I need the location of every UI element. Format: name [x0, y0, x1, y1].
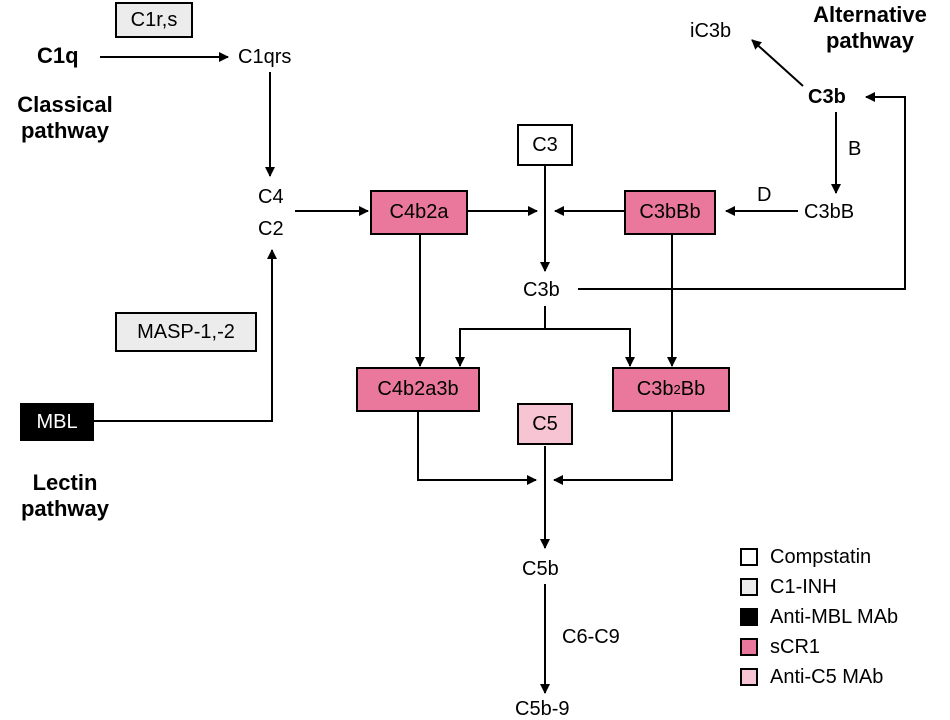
- node-c5b-9: C5b-9: [515, 698, 570, 720]
- node-c1q: C1q: [37, 43, 79, 68]
- box-c5: C5: [517, 403, 573, 445]
- legend-swatch: [740, 578, 758, 596]
- edge-label-c6-c9: C6-C9: [562, 626, 620, 648]
- legend-swatch: [740, 638, 758, 656]
- arrow-split-c3b2Bb: [545, 328, 635, 367]
- node-c4: C4: [258, 186, 284, 208]
- alternative-pathway-label: Alternative pathway: [813, 2, 927, 53]
- node-c3bB: C3bB: [804, 201, 855, 223]
- legend-item-anti-mbl: Anti-MBL MAb: [740, 606, 898, 628]
- box-c1r-s: C1r,s: [115, 2, 193, 38]
- node-c1qrs: C1qrs: [238, 46, 292, 68]
- node-ic3b: iC3b: [690, 20, 732, 42]
- classical-pathway-label: Classical pathway: [17, 92, 113, 143]
- edge-label-b: B: [848, 138, 862, 160]
- node-c5b: C5b: [522, 558, 559, 580]
- arrow-c3b-feedback: [578, 92, 906, 290]
- box-c4b2a3b: C4b2a3b: [356, 367, 480, 412]
- legend-item-compstatin: Compstatin: [740, 546, 871, 568]
- arrow-c3b2Bb-c5: [553, 411, 673, 485]
- lectin-pathway-label: Lectin pathway: [20, 470, 110, 521]
- arrow-split-c4b2a3b: [455, 328, 545, 367]
- legend-item-anti-c5: Anti-C5 MAb: [740, 666, 883, 688]
- legend-swatch: [740, 608, 758, 626]
- legend-swatch: [740, 548, 758, 566]
- arrow-c4b2a3b-c5: [417, 411, 537, 485]
- legend-item-scr1: sCR1: [740, 636, 820, 658]
- box-mbl: MBL: [20, 403, 94, 441]
- box-c3bBb: C3bBb: [624, 190, 716, 235]
- legend-swatch: [740, 668, 758, 686]
- node-c3b: C3b: [523, 279, 560, 301]
- edge-label-d: D: [757, 184, 772, 206]
- box-masp: MASP-1,-2: [115, 312, 257, 352]
- legend-item-c1-inh: C1-INH: [740, 576, 837, 598]
- arrow-c3b-ic3b: [751, 39, 804, 87]
- arrow-mbl-c4c2: [94, 249, 277, 422]
- box-c4b2a: C4b2a: [370, 190, 468, 235]
- node-c2: C2: [258, 218, 284, 240]
- box-c3: C3: [517, 124, 573, 166]
- node-c3b-alternative: C3b: [808, 86, 846, 108]
